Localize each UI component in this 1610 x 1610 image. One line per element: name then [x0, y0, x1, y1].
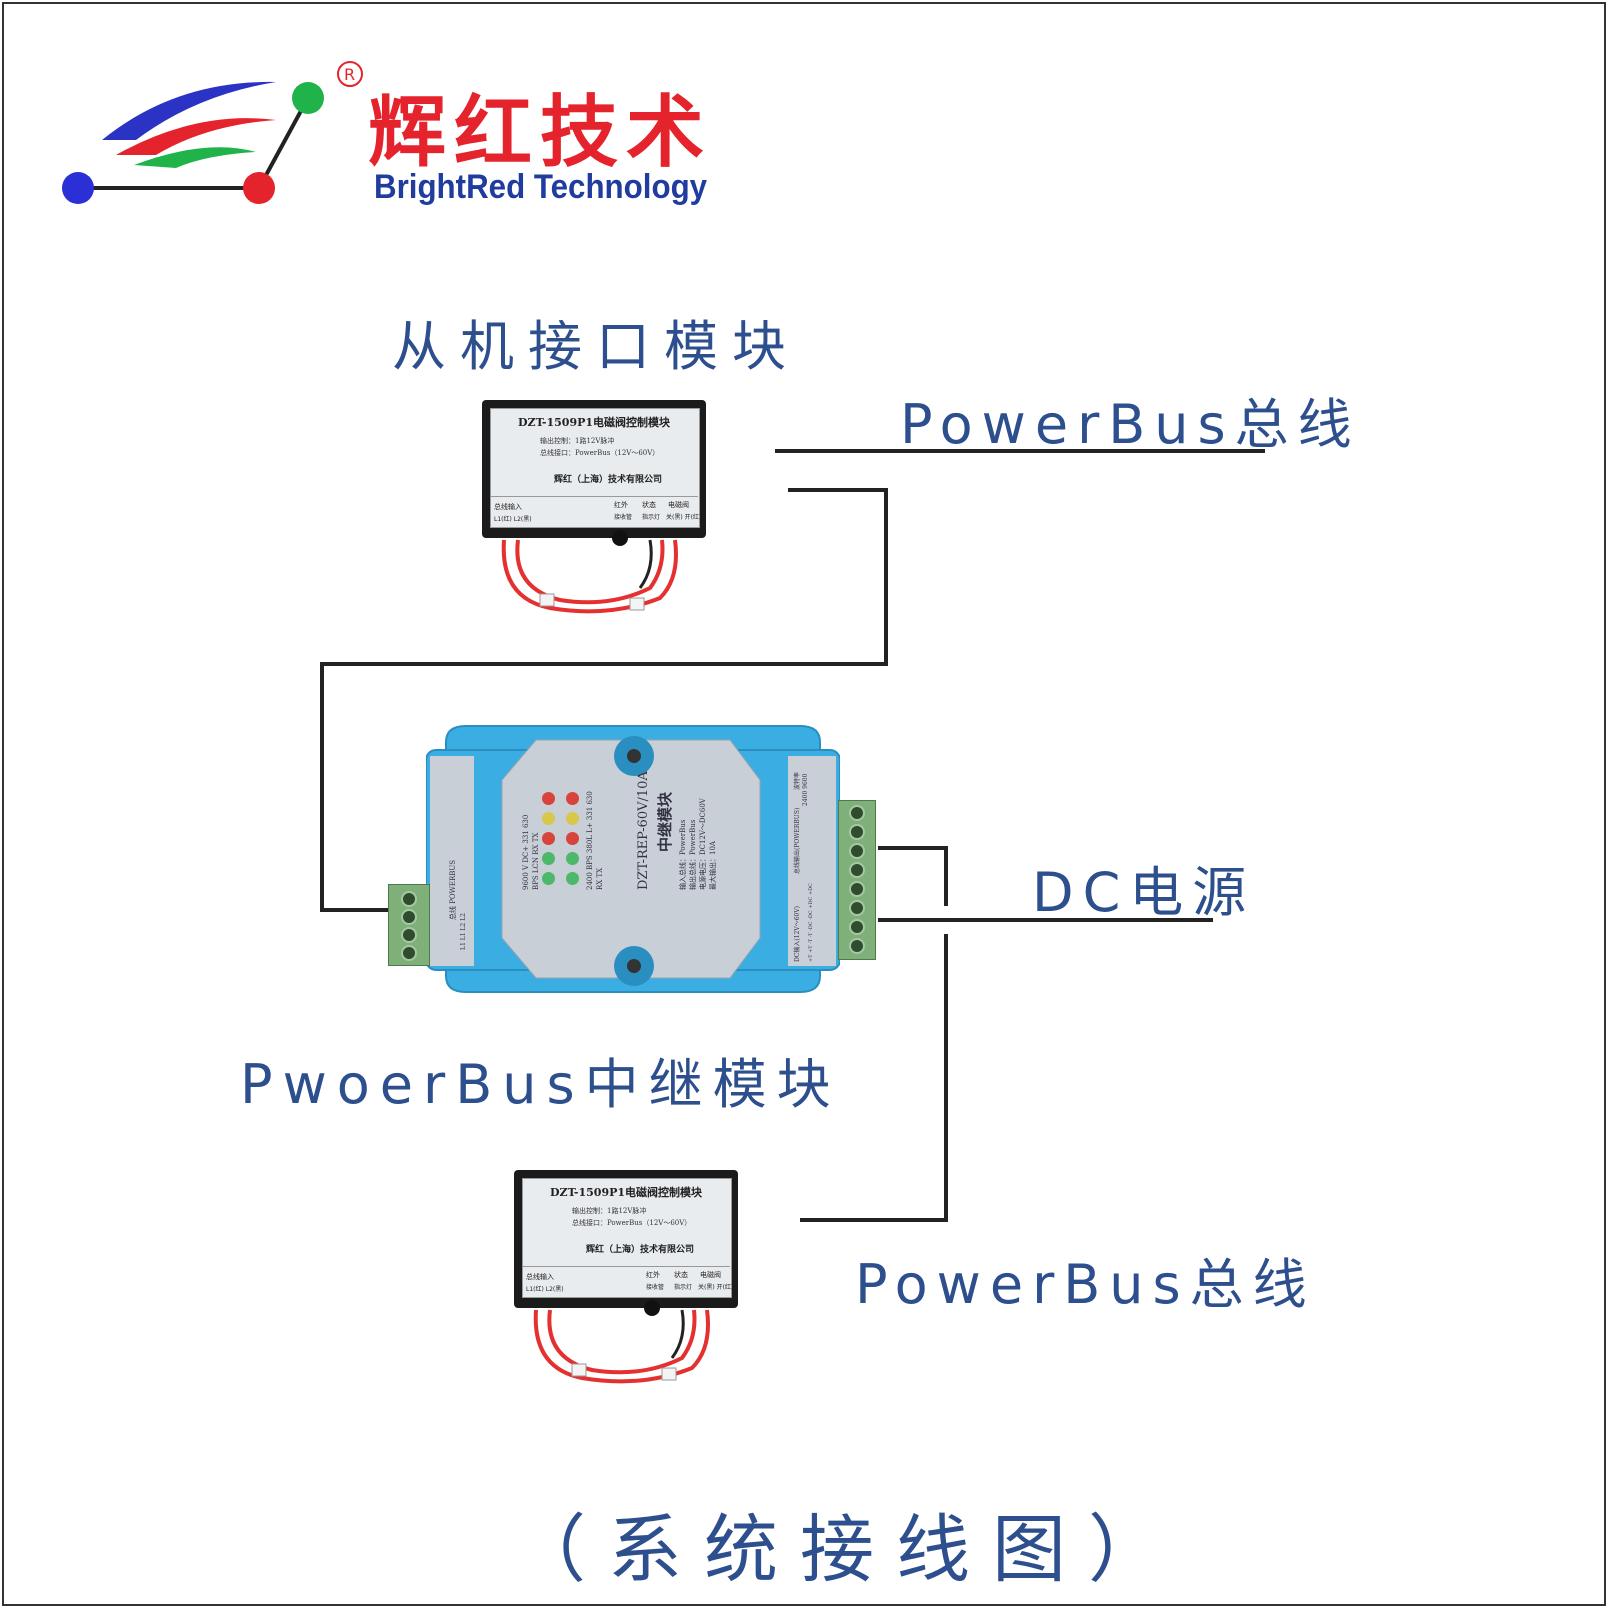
- slave-col3a: 电磁阀: [668, 501, 689, 509]
- led-tx: [542, 872, 555, 885]
- slave-line1: 输出控制：1路12V脉冲: [540, 437, 615, 445]
- wire-middle-horizontal: [320, 662, 888, 666]
- screw-icon: [849, 843, 865, 859]
- slave-col1b: 接收管: [614, 514, 633, 521]
- led-col1b-label: BPS LCN RX TX: [532, 832, 540, 890]
- wire-dc-top: [878, 846, 948, 850]
- slave-face: [490, 408, 700, 528]
- slave-line1: 输出控制：1路12V脉冲: [572, 1207, 647, 1215]
- slave-divider: [490, 496, 698, 497]
- slave-line2: 总线接口：PowerBus（12V～60V）: [572, 1219, 692, 1227]
- led-9600: [542, 792, 555, 805]
- slave-face: [522, 1178, 732, 1298]
- slave-col2a: 状态: [674, 1271, 688, 1279]
- right-label-dc-in: DC输入(12V～60V): [794, 905, 801, 962]
- right-label-baud-values: 2400 9600: [802, 773, 809, 806]
- led-col1-label: 9600 V DC+ 331 630: [522, 814, 530, 890]
- powerbus-top-underline: [775, 449, 1265, 453]
- repeater-model: DZT-REP-60V/10A: [636, 771, 651, 890]
- slave-col3b: 关(黑) 开(红): [698, 1284, 734, 1291]
- screw-icon: [849, 900, 865, 916]
- slave-line2: 总线接口：PowerBus（12V～60V）: [540, 449, 660, 457]
- screw-icon: [401, 927, 417, 943]
- repeater-spec3: 电源电压：DC12V～DC60V: [699, 798, 707, 890]
- slave-company: 辉红（上海）技术有限公司: [554, 475, 663, 485]
- brand-name-en: BrightRed Technology: [374, 168, 708, 206]
- screw-icon: [401, 945, 417, 961]
- led-rx: [542, 852, 555, 865]
- repeater-module-label: PwoerBus中继模块: [240, 1053, 841, 1116]
- repeater-spec1: 输入总线：PowerBus: [679, 819, 687, 890]
- right-terminal-block: [838, 800, 876, 960]
- right-label-bus-out: 总线输出(POWERBUS): [794, 807, 801, 874]
- slave-col2b: 指示灯: [674, 1284, 693, 1291]
- slave-col2b: 指示灯: [642, 514, 661, 521]
- brightred-logo-icon: R: [62, 61, 363, 204]
- wire-left-to-repeater: [320, 908, 392, 912]
- ir-receiver-icon: [612, 530, 628, 546]
- powerbus-top-label: PowerBus总线: [900, 393, 1361, 456]
- screw-icon: [849, 919, 865, 935]
- slave-col1a: 红外: [646, 1271, 660, 1279]
- slave-module-label: 从机接口模块: [392, 315, 800, 378]
- screw-icon: [849, 824, 865, 840]
- right-terminal-pins: +T +T -T -T -DC -DC +DC +DC: [808, 883, 814, 962]
- repeater-module: 9600 V DC+ 331 630 BPS LCN RX TX 2400 BP…: [426, 720, 840, 998]
- wire-left-vertical: [320, 662, 324, 912]
- led-rx2: [566, 852, 579, 865]
- dc-power-underline: [878, 918, 1213, 922]
- screw-icon: [849, 862, 865, 878]
- screw-icon: [401, 891, 417, 907]
- dc-power-label: DC电源: [1032, 861, 1256, 924]
- slave-bottom-cables-icon: [533, 1309, 710, 1384]
- ir-receiver-icon: [644, 1300, 660, 1316]
- slave-col3a: 电磁阀: [700, 1271, 721, 1279]
- led-col2-label: 2400 BPS 380L L+ 331 630: [586, 791, 594, 890]
- slave-bus-terms: L1(红) L2(黑): [494, 516, 532, 523]
- repeater-name: 中继模块: [656, 791, 674, 852]
- wire-bottom-vertical: [944, 934, 948, 1222]
- slave-col3b: 关(黑) 开(红): [666, 514, 702, 521]
- slave-module-top: DZT-1509P1电磁阀控制模块 输出控制：1路12V脉冲 总线接口：Powe…: [482, 400, 706, 546]
- slave-module-bottom: DZT-1509P1电磁阀控制模块 输出控制：1路12V脉冲 总线接口：Powe…: [514, 1170, 738, 1316]
- slave-col2a: 状态: [642, 501, 656, 509]
- led-v: [542, 812, 555, 825]
- slave-col1b: 接收管: [646, 1284, 665, 1291]
- brand-name-cn: 辉红技术: [368, 88, 713, 178]
- led-tx2: [566, 872, 579, 885]
- slave-col1a: 红外: [614, 501, 628, 509]
- slave-company: 辉红（上海）技术有限公司: [586, 1245, 695, 1255]
- slave-top-cables-icon: [501, 539, 678, 614]
- led-dc: [542, 832, 555, 845]
- screw-icon: [849, 805, 865, 821]
- led-l: [566, 832, 579, 845]
- led-col2b-label: RX TX: [596, 867, 604, 890]
- diagram-caption: （系统接线图）: [512, 1507, 1184, 1593]
- powerbus-bottom-label: PowerBus总线: [855, 1253, 1316, 1316]
- slave-bus-terms: L1(红) L2(黑): [526, 1286, 564, 1293]
- screw-icon: [401, 909, 417, 925]
- repeater-body-icon: [426, 725, 840, 993]
- registered-mark: R: [344, 65, 355, 84]
- slave-bus-input: 总线输入: [526, 1273, 554, 1281]
- slave-bus-input: 总线输入: [494, 503, 522, 511]
- left-terminal-block: [388, 884, 430, 966]
- led-2400: [566, 792, 579, 805]
- wire-top-horizontal: [788, 488, 888, 492]
- wire-top-vertical: [884, 488, 888, 666]
- left-terminal-pins: L1 L1 L2 L2: [460, 913, 467, 950]
- repeater-spec2: 输出总线：PowerBus: [689, 819, 697, 890]
- screw-icon: [849, 881, 865, 897]
- wire-bottom-horizontal: [800, 1218, 948, 1222]
- wire-dc-top-vertical: [944, 846, 948, 906]
- repeater-spec4: 最大输出：10A: [709, 841, 717, 890]
- screw-icon: [849, 938, 865, 954]
- slave-title: DZT-1509P1电磁阀控制模块: [550, 1186, 703, 1199]
- slave-title: DZT-1509P1电磁阀控制模块: [518, 416, 671, 429]
- led-380l: [566, 812, 579, 825]
- right-label-baud: 波特率: [794, 771, 801, 790]
- left-terminal-label: 总线 POWERBUS: [449, 859, 457, 920]
- slave-divider: [522, 1266, 730, 1267]
